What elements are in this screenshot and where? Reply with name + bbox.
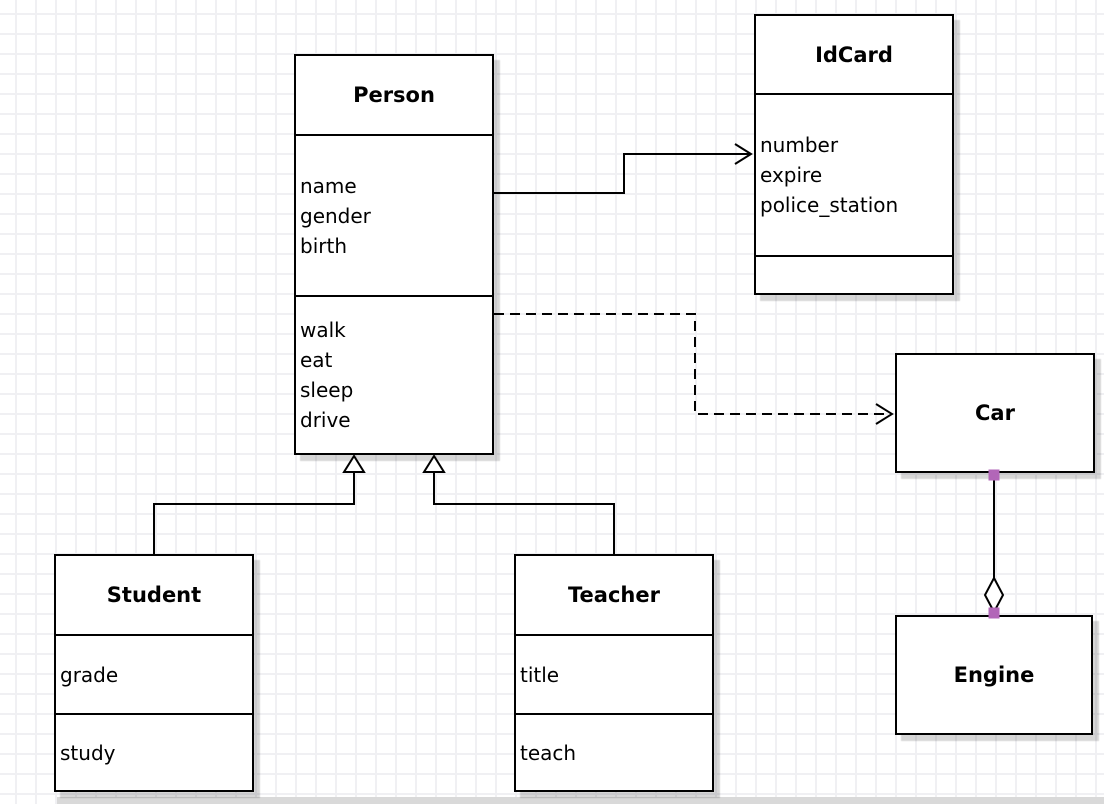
aggregation-car-engine[interactable] [983,469,1005,619]
class-person[interactable]: Person name gender birth walk eat sleep … [294,54,494,455]
class-car[interactable]: Car [895,353,1095,473]
class-teacher[interactable]: Teacher title teach [514,554,714,792]
methods-section [756,255,952,293]
methods-section: study [56,713,252,790]
generalization-student-person[interactable] [153,454,366,554]
generalization-teacher-person[interactable] [422,454,615,554]
class-title: Student [106,583,202,607]
hollow-diamond-icon [983,575,1005,615]
attributes-section: grade [56,634,252,713]
hollow-triangle-icon [422,454,446,473]
attributes-section: number expire police_station [756,93,952,255]
open-arrowhead-icon [875,403,894,425]
class-engine[interactable]: Engine [895,615,1093,735]
class-student[interactable]: Student grade study [54,554,254,792]
attributes-section: title [516,634,712,713]
dependency-person-car[interactable] [494,313,894,425]
class-title: Car [975,401,1015,425]
class-title: Teacher [568,583,660,607]
class-title: Person [353,83,435,107]
attributes-section: name gender birth [296,134,492,295]
methods-section: walk eat sleep drive [296,295,492,453]
methods-section: teach [516,713,712,790]
association-person-idcard[interactable] [494,143,753,194]
class-idcard[interactable]: IdCard number expire police_station [754,14,954,295]
open-arrowhead-icon [734,143,753,165]
hollow-triangle-icon [342,454,366,473]
class-title: Engine [953,663,1035,687]
class-title: IdCard [815,42,893,67]
page-edge-shadow [57,797,1104,804]
